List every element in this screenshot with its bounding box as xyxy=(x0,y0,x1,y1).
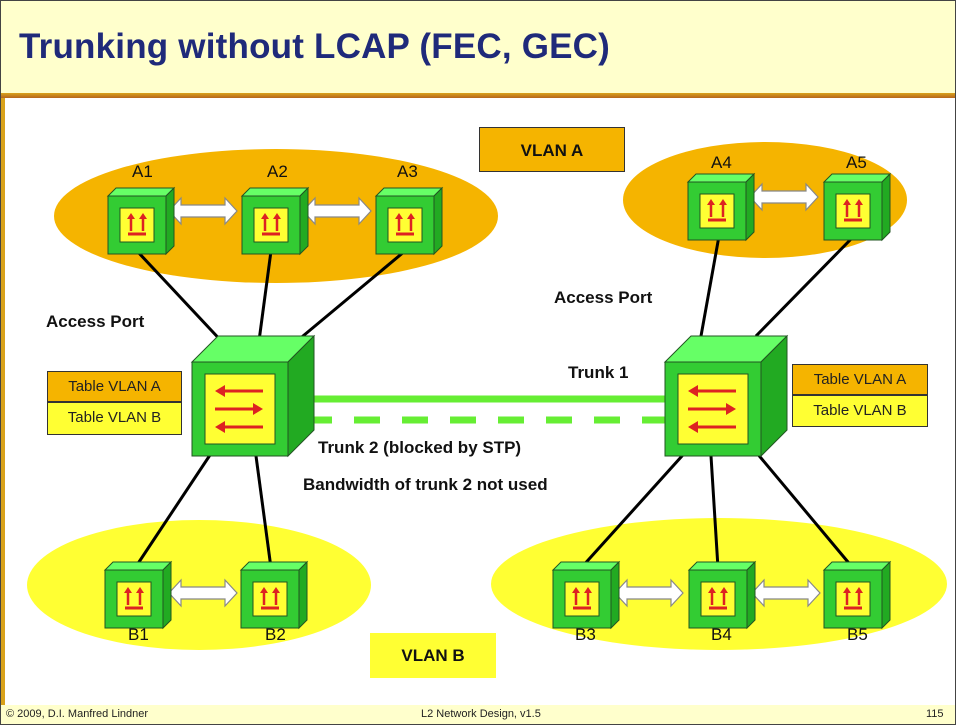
right-table-vlan-a: Table VLAN A xyxy=(792,364,928,395)
host-a3-icon xyxy=(374,186,444,256)
vlan-b-label: VLAN B xyxy=(370,633,496,678)
left-accent-bar xyxy=(1,98,5,705)
vlan-a-label: VLAN A xyxy=(479,127,625,172)
network-diagram xyxy=(27,142,947,650)
access-port-label-left: Access Port xyxy=(46,312,145,331)
vlan-b-cloud-left xyxy=(27,520,371,650)
host-label-b1: B1 xyxy=(128,625,149,644)
slide-title: Trunking without LCAP (FEC, GEC) xyxy=(19,27,610,66)
host-b4-icon xyxy=(687,560,757,630)
footer-page-number: 115 xyxy=(926,708,944,720)
access-links xyxy=(133,234,856,570)
right-table-vlan-b: Table VLAN B xyxy=(792,395,928,427)
left-table-vlan-b: Table VLAN B xyxy=(47,402,182,435)
host-label-a2: A2 xyxy=(267,162,288,181)
title-underline xyxy=(1,93,955,98)
host-a2-icon xyxy=(240,186,310,256)
left-switch-icon xyxy=(190,334,316,458)
host-a4-icon xyxy=(686,172,756,242)
host-label-a5: A5 xyxy=(846,153,867,172)
trunk-2-label: Trunk 2 (blocked by STP) xyxy=(318,438,522,457)
host-label-b2: B2 xyxy=(265,625,286,644)
bandwidth-note: Bandwidth of trunk 2 not used xyxy=(303,475,548,494)
right-switch-icon xyxy=(663,334,789,458)
trunk-1-label: Trunk 1 xyxy=(568,363,629,382)
host-b3-icon xyxy=(551,560,621,630)
footer-copyright: © 2009, D.I. Manfred Lindner xyxy=(6,708,149,720)
host-a5-icon xyxy=(822,172,892,242)
host-label-b4: B4 xyxy=(711,625,732,644)
host-b5-icon xyxy=(822,560,892,630)
left-table-vlan-a: Table VLAN A xyxy=(47,371,182,402)
footer: © 2009, D.I. Manfred Lindner L2 Network … xyxy=(1,705,955,724)
access-port-label-right: Access Port xyxy=(554,288,653,307)
title-bar: Trunking without LCAP (FEC, GEC) xyxy=(1,1,955,93)
host-label-a4: A4 xyxy=(711,153,732,172)
host-a1-icon xyxy=(106,186,176,256)
host-label-a3: A3 xyxy=(397,162,418,181)
host-b1-icon xyxy=(103,560,173,630)
host-label-a1: A1 xyxy=(132,162,153,181)
host-b2-icon xyxy=(239,560,309,630)
footer-course: L2 Network Design, v1.5 xyxy=(421,708,541,720)
host-label-b3: B3 xyxy=(575,625,596,644)
host-label-b5: B5 xyxy=(847,625,868,644)
